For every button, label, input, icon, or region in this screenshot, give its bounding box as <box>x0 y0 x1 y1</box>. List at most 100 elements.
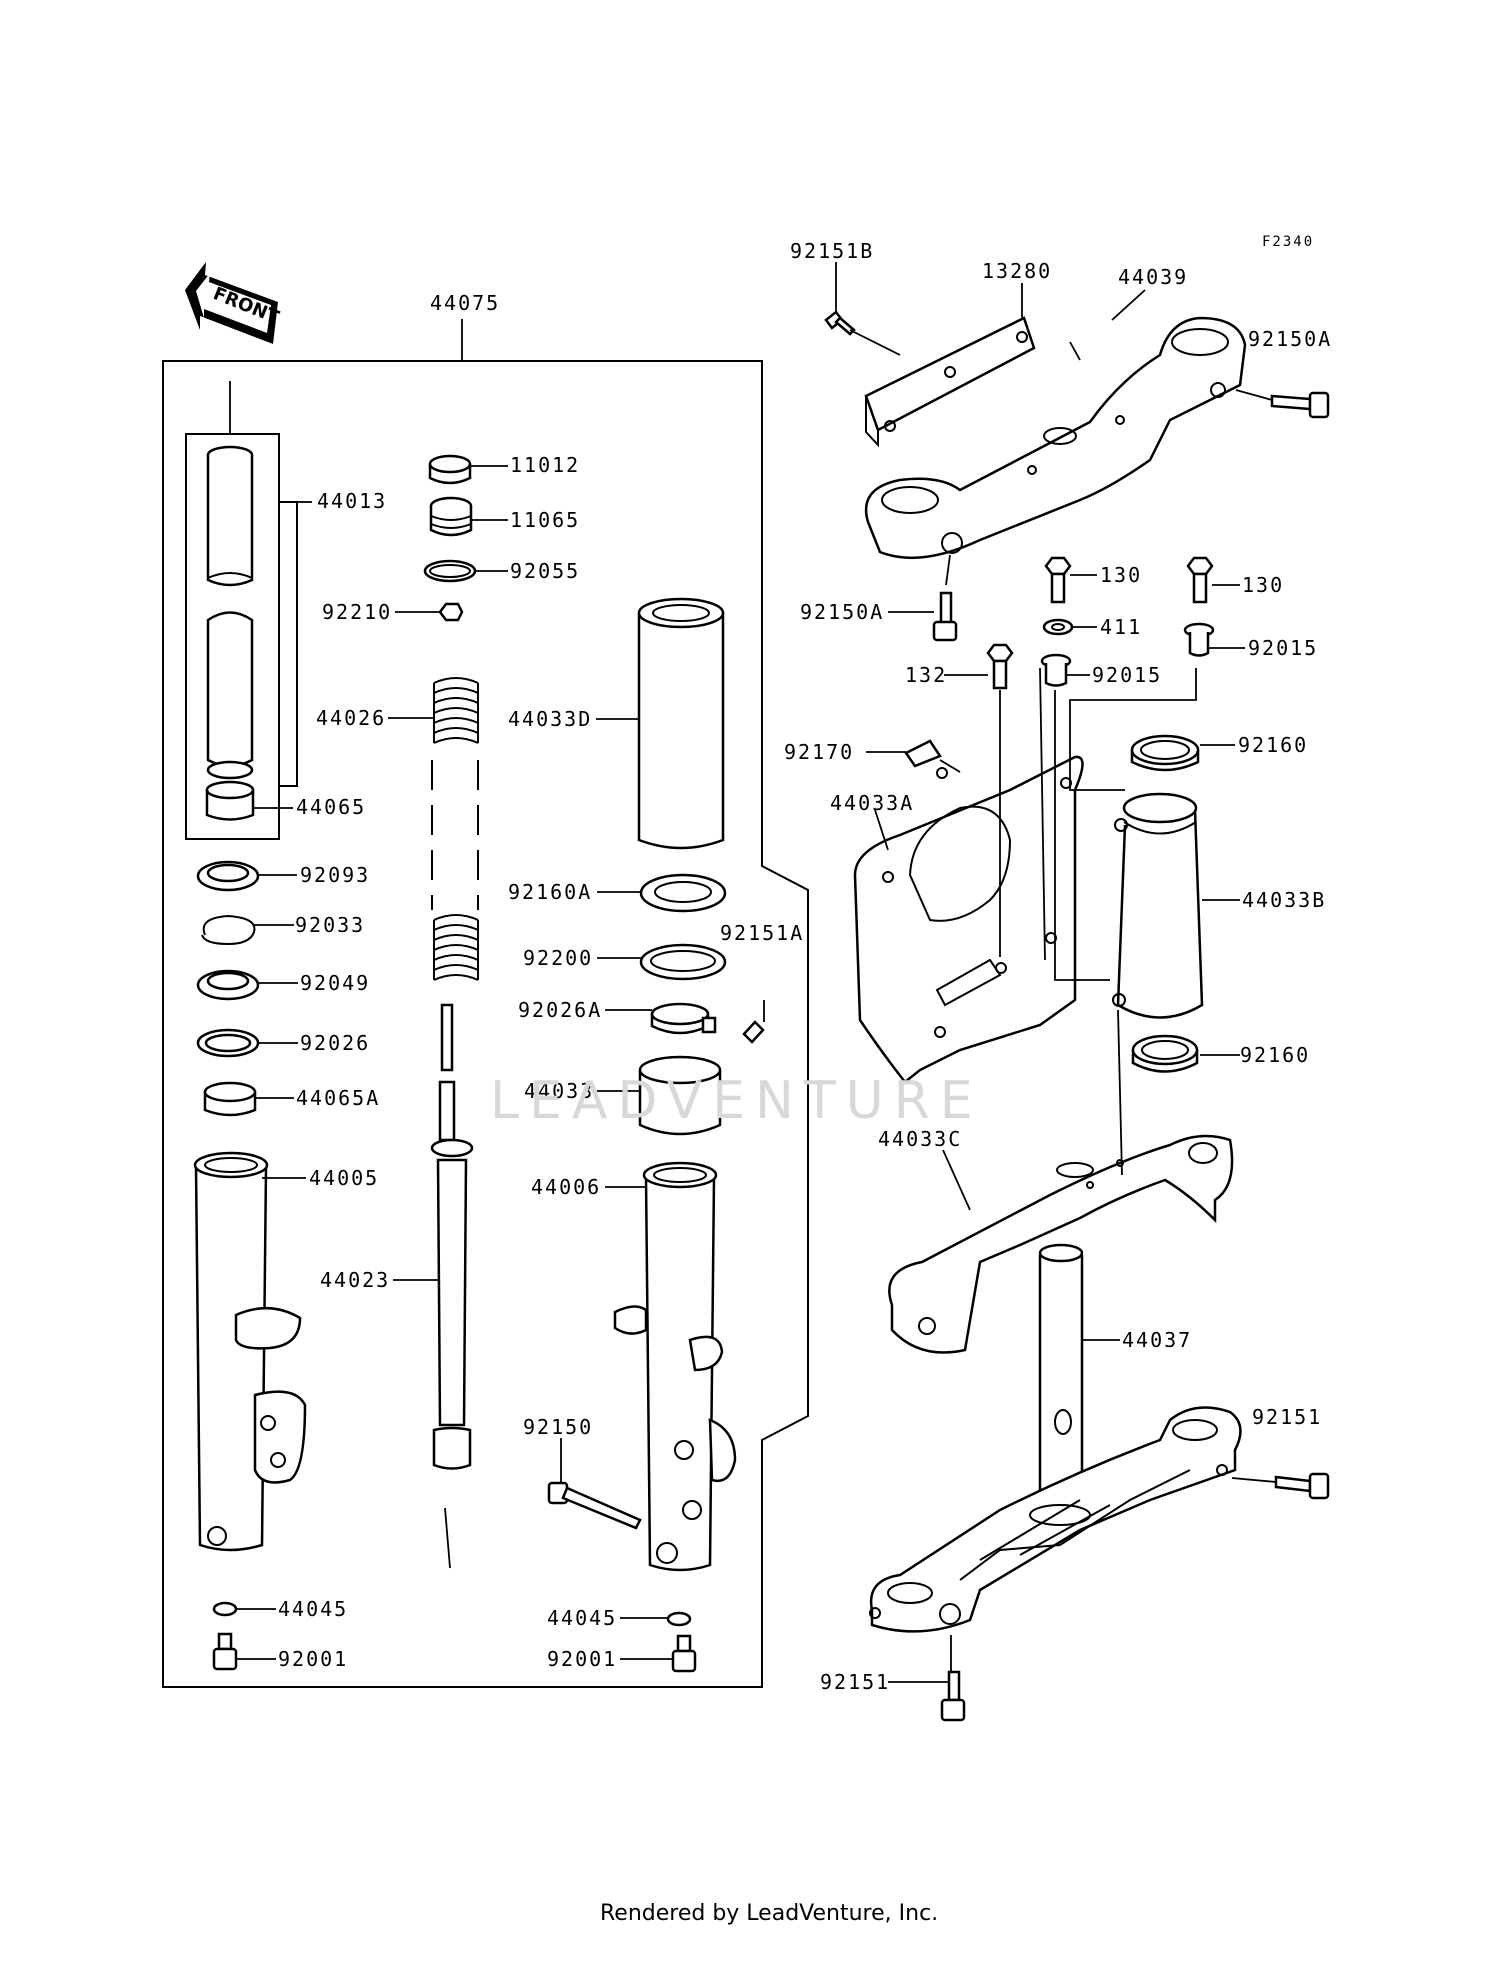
label-92001-right: 92001 <box>547 1647 617 1671</box>
label-44033A: 44033A <box>830 791 914 815</box>
washer-92049 <box>196 969 260 1001</box>
collar-92015-right <box>1183 622 1215 657</box>
label-44023: 44023 <box>320 1268 390 1292</box>
inner-tube <box>206 445 254 780</box>
label-132: 132 <box>905 663 947 687</box>
label-92151-right: 92151 <box>1252 1405 1322 1429</box>
label-92160-bottom: 92160 <box>1240 1043 1310 1067</box>
footer-credit: Rendered by LeadVenture, Inc. <box>600 1901 938 1926</box>
bolt-92001-right <box>671 1634 697 1673</box>
seal-92160-bottom <box>1131 1034 1199 1073</box>
label-92049: 92049 <box>300 971 370 995</box>
lower-bracket <box>869 1406 1242 1633</box>
label-44039: 44039 <box>1118 265 1188 289</box>
label-44037: 44037 <box>1122 1328 1192 1352</box>
label-411: 411 <box>1100 615 1142 639</box>
label-92160-top: 92160 <box>1238 733 1308 757</box>
label-92151A: 92151A <box>720 921 804 945</box>
seal-92160-top <box>1130 734 1200 772</box>
label-44065A: 44065A <box>296 1086 380 1110</box>
watermark: LEADVENTURE <box>490 1071 983 1131</box>
label-92151B: 92151B <box>790 239 874 263</box>
cap-11012 <box>428 454 472 485</box>
label-44006: 44006 <box>531 1175 601 1199</box>
label-11065: 11065 <box>510 508 580 532</box>
bolt-92001-left <box>212 1632 238 1671</box>
bolt-132 <box>986 643 1014 690</box>
washer-44045-right <box>666 1611 692 1627</box>
label-92026A: 92026A <box>518 998 602 1022</box>
cover-44033A <box>853 755 1084 1084</box>
fork-spring-44033D <box>637 597 725 850</box>
label-13280: 13280 <box>982 259 1052 283</box>
nut-92210 <box>438 602 464 622</box>
label-92033: 92033 <box>295 913 365 937</box>
bolt-130-right <box>1186 556 1214 604</box>
screw-92151A <box>742 1000 765 1044</box>
label-92150: 92150 <box>523 1415 593 1439</box>
clip-92170 <box>904 739 942 768</box>
label-92055: 92055 <box>510 559 580 583</box>
plug-bolt-11065 <box>429 496 473 537</box>
collar-92015-left <box>1040 653 1072 687</box>
label-130-right: 130 <box>1242 573 1284 597</box>
leader-lines <box>236 262 1277 1683</box>
inner-tube-group-outline <box>185 433 280 840</box>
bolt-92151B <box>824 310 856 336</box>
label-92210: 92210 <box>322 600 392 624</box>
bracket-13280 <box>864 316 1036 448</box>
label-44065: 44065 <box>296 795 366 819</box>
clip-92033 <box>201 914 256 946</box>
front-arrow-icon: FRONT <box>185 262 282 344</box>
label-44033: 44033 <box>524 1079 594 1103</box>
label-44033C: 44033C <box>878 1127 962 1151</box>
label-44045-left: 44045 <box>278 1597 348 1621</box>
label-92170: 92170 <box>784 740 854 764</box>
label-44045-right: 44045 <box>547 1606 617 1630</box>
cover-44033 <box>638 1055 722 1136</box>
bolt-130-left <box>1044 556 1072 604</box>
washer-92026 <box>196 1028 260 1058</box>
label-44026: 44026 <box>316 706 386 730</box>
label-130-left: 130 <box>1100 563 1142 587</box>
fork-assembly-outline <box>162 360 809 1688</box>
spring-44026 <box>431 677 479 981</box>
ref-code: F2340 <box>1262 234 1314 250</box>
damper-rod-44023 <box>430 1003 474 1569</box>
label-92151-bottom: 92151 <box>820 1670 890 1694</box>
label-44033B: 44033B <box>1242 888 1326 912</box>
bolt-92151-bottom <box>940 1670 966 1722</box>
outer-tube-44006 <box>613 1161 737 1572</box>
bushing-44065A <box>203 1081 257 1117</box>
label-92150A-bottom: 92150A <box>800 600 884 624</box>
clamp-92026A <box>650 1002 717 1035</box>
label-92015-left: 92015 <box>1092 663 1162 687</box>
bolt-92150 <box>547 1481 642 1530</box>
label-92160A: 92160A <box>508 880 592 904</box>
washer-44045-left <box>212 1601 238 1617</box>
label-92150A-right: 92150A <box>1248 327 1332 351</box>
washer-92200 <box>639 943 727 981</box>
label-11012: 11012 <box>510 453 580 477</box>
bushing-44065 <box>205 780 255 821</box>
cover-44033B <box>1112 792 1204 1019</box>
label-92093: 92093 <box>300 863 370 887</box>
upper-bracket-44039 <box>864 316 1247 560</box>
label-92015-right: 92015 <box>1248 636 1318 660</box>
washer-411 <box>1042 618 1074 636</box>
oil-seal-92093 <box>196 860 260 892</box>
label-44075: 44075 <box>430 291 500 315</box>
outer-tube-44005 <box>193 1151 307 1552</box>
seal-92160A <box>639 873 727 913</box>
label-92001-left: 92001 <box>278 1647 348 1671</box>
cover-44033C <box>888 1134 1234 1354</box>
label-44013: 44013 <box>317 489 387 513</box>
bolt-92151-right <box>1274 1472 1330 1500</box>
label-92200: 92200 <box>523 946 593 970</box>
label-44033D: 44033D <box>508 707 592 731</box>
label-92026: 92026 <box>300 1031 370 1055</box>
bolt-92150A-right <box>1270 391 1330 419</box>
label-44005: 44005 <box>309 1166 379 1190</box>
bolt-92150A-bottom <box>932 591 958 642</box>
